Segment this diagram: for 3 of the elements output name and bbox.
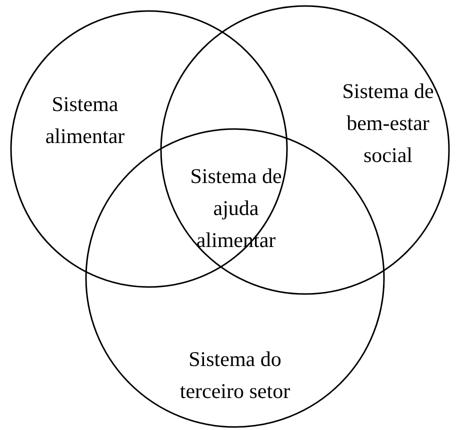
circle-label: Sistema de bem-estar social	[341, 78, 435, 169]
circle-label: Sistema alimentar	[44, 91, 126, 150]
circle-label: Sistema do terceiro setor	[178, 346, 292, 405]
